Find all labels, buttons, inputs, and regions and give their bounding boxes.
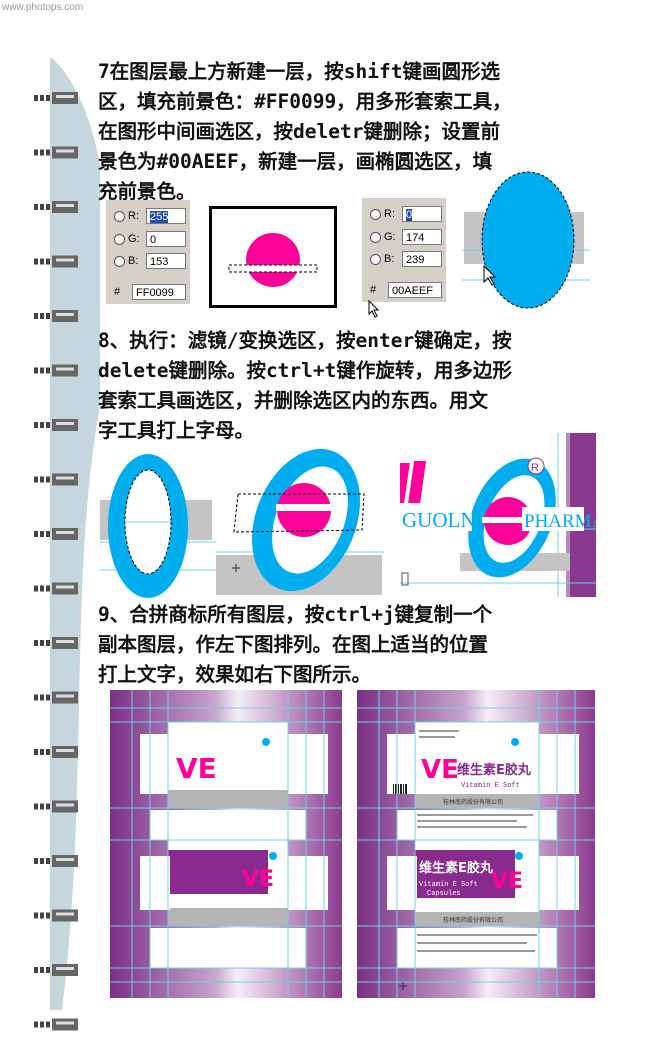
step-7-text: 7在图层最上方新建一层，按shift键画圆形选 区，填充前景色：#FF0099，… bbox=[98, 60, 512, 203]
binding-ring-icon bbox=[34, 691, 78, 704]
binding-ring-icon bbox=[34, 855, 78, 867]
cyan-ellipse-figure bbox=[462, 171, 590, 309]
magenta-circle-figure bbox=[209, 206, 337, 308]
cursor-icon bbox=[483, 264, 497, 286]
binding-ring-icon bbox=[34, 528, 78, 540]
b-field[interactable]: 239 bbox=[402, 251, 442, 267]
watermark: www.photops.com bbox=[2, 2, 84, 13]
binding-ring-icon bbox=[34, 146, 78, 159]
registered-mark: R bbox=[531, 462, 539, 474]
binding-ring-icon bbox=[34, 800, 78, 813]
vitamin-logo-right-top: VE bbox=[421, 755, 459, 785]
vitamin-logo-left-bottom: VE bbox=[242, 867, 274, 892]
color-panel-cyan: R:0 G:174 B:239 #00AEEF bbox=[362, 198, 446, 302]
step-9-text: 9、合拼商标所有图层，按ctrl+j键复制一个 副本图层，作左下图排列。在图上适… bbox=[98, 603, 493, 686]
rotated-ring-figure bbox=[216, 448, 384, 595]
vitamin-logo-right-bottom: VE bbox=[491, 869, 523, 894]
radio-g-icon[interactable] bbox=[370, 231, 381, 243]
brand-en-bottom: Vitamin E Soft bbox=[419, 881, 478, 889]
binding-ring-icon bbox=[34, 364, 78, 377]
brand-cn-bottom: 维生素E胶丸 bbox=[419, 860, 494, 876]
binding-ring-icon bbox=[34, 92, 78, 104]
arrow-cursor-icon bbox=[368, 300, 380, 318]
radio-g-icon[interactable] bbox=[114, 233, 125, 245]
binding-ring-icon bbox=[34, 419, 78, 431]
g-field[interactable]: 0 bbox=[146, 231, 186, 247]
brand-en-top: Vitamin E Soft bbox=[461, 782, 520, 790]
barcode-icon bbox=[393, 784, 407, 794]
radio-r-icon[interactable] bbox=[114, 210, 125, 222]
brand-en2-bottom: Capsules bbox=[427, 890, 461, 898]
logo-text-left: GUOLN bbox=[402, 508, 476, 532]
binding-ring-icon bbox=[34, 909, 78, 922]
company-top: 桂林南药股份有限公司 bbox=[443, 798, 503, 806]
hex-field[interactable]: FF0099 bbox=[132, 284, 186, 300]
vitamin-logo-left-top: VE bbox=[176, 752, 217, 785]
binding-ring-icon bbox=[34, 582, 78, 595]
radio-r-icon[interactable] bbox=[370, 208, 381, 220]
hex-field[interactable]: 00AEEF bbox=[388, 282, 442, 298]
notebook-spine bbox=[34, 58, 100, 1031]
package-final-right: VE VE 维生素E胶丸 Vitamin E Soft 桂林南药股份有限公司 维… bbox=[357, 690, 595, 998]
binding-ring-icon bbox=[34, 310, 78, 322]
b-field[interactable]: 153 bbox=[146, 253, 186, 269]
binding-ring-icon bbox=[34, 637, 78, 649]
r-field[interactable]: 255 bbox=[146, 208, 186, 224]
binding-ring-icon bbox=[34, 746, 78, 758]
binding-ring-icon bbox=[34, 473, 78, 486]
binding-ring-icon bbox=[34, 964, 78, 976]
package-layout-left: VE VE bbox=[110, 690, 342, 998]
color-panel-magenta: R:255 G:0 B:153 #FF0099 bbox=[106, 200, 190, 304]
r-field[interactable]: 0 bbox=[402, 206, 442, 222]
logo-text-right: PHARMA bbox=[524, 511, 596, 532]
radio-b-icon[interactable] bbox=[370, 253, 381, 265]
company-bottom: 桂林南药股份有限公司 bbox=[443, 916, 503, 924]
radio-b-icon[interactable] bbox=[114, 255, 125, 267]
g-field[interactable]: 174 bbox=[402, 229, 442, 245]
binding-ring-icon bbox=[34, 1018, 78, 1031]
brand-cn-top: 维生素E胶丸 bbox=[457, 762, 532, 778]
ring-figure bbox=[100, 454, 216, 598]
binding-ring-icon bbox=[34, 201, 78, 213]
binding-ring-icon bbox=[34, 255, 78, 268]
logo-letters-figure: GUOLN PHARMA R bbox=[400, 433, 596, 597]
step-8-text: 8、执行：滤镜/变换选区，按enter键确定，按 delete键删除。按ctrl… bbox=[98, 329, 512, 442]
